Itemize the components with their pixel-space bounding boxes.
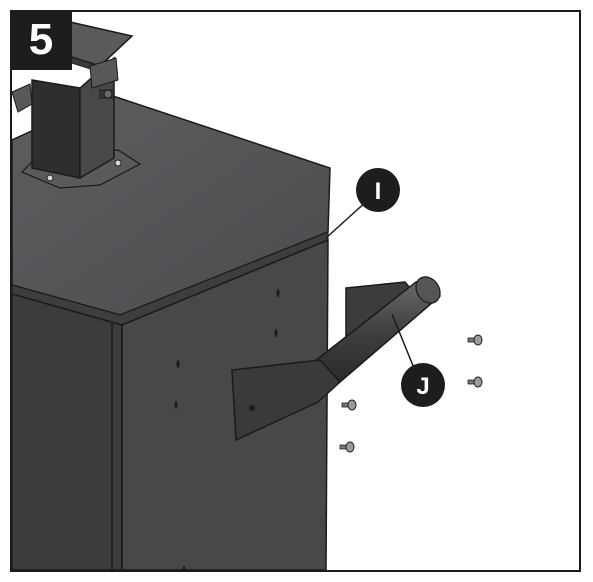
- screws: [339, 334, 483, 453]
- callout-i: I: [356, 168, 400, 212]
- screw: [467, 376, 483, 388]
- callout-i-label: I: [375, 178, 382, 205]
- screw: [341, 399, 357, 411]
- screw: [339, 441, 355, 453]
- screw: [467, 334, 483, 346]
- callout-j: J: [401, 363, 445, 407]
- mounting-holes: [174, 289, 280, 570]
- callout-j-label: J: [416, 373, 429, 400]
- handle-front-bracket: [231, 359, 342, 442]
- callout-i-leader: [325, 199, 369, 239]
- step-number-badge: 5: [10, 10, 72, 70]
- chimney-front: [31, 79, 81, 179]
- grill-body-front-face: [12, 293, 123, 570]
- grill-body-side-face: [121, 238, 329, 570]
